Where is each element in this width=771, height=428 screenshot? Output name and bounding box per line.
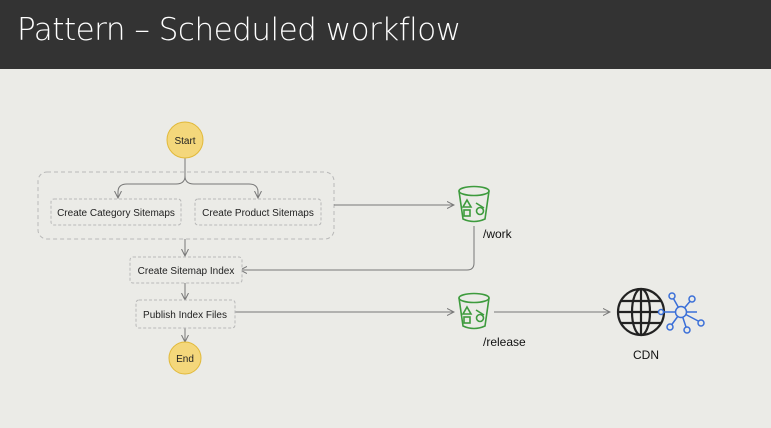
end-node: End bbox=[168, 341, 202, 375]
cdn-label: CDN bbox=[633, 348, 659, 362]
connector-work-to-index bbox=[240, 226, 475, 270]
work-bucket-icon bbox=[458, 185, 490, 223]
category-sitemaps-label: Create Category Sitemaps bbox=[57, 208, 175, 219]
publish-index-label: Publish Index Files bbox=[143, 310, 227, 321]
work-bucket-label: /work bbox=[483, 227, 513, 241]
release-bucket-label: /release bbox=[483, 335, 526, 349]
release-bucket-icon bbox=[458, 292, 490, 330]
end-label: End bbox=[176, 354, 194, 365]
cdn-icon bbox=[616, 287, 705, 337]
slide-title: Pattern – Scheduled workflow bbox=[17, 12, 461, 48]
start-label: Start bbox=[174, 136, 195, 147]
product-sitemaps-step: Create Product Sitemaps bbox=[194, 198, 322, 226]
category-sitemaps-step: Create Category Sitemaps bbox=[50, 198, 182, 226]
product-sitemaps-label: Create Product Sitemaps bbox=[202, 208, 314, 219]
sitemap-index-label: Create Sitemap Index bbox=[138, 266, 235, 277]
connector-to-product bbox=[184, 175, 258, 198]
start-node: Start bbox=[166, 121, 204, 159]
connector-to-category bbox=[118, 175, 186, 198]
title-bar: Pattern – Scheduled workflow bbox=[0, 0, 771, 69]
publish-index-step: Publish Index Files bbox=[135, 299, 236, 329]
sitemap-index-step: Create Sitemap Index bbox=[129, 256, 243, 284]
